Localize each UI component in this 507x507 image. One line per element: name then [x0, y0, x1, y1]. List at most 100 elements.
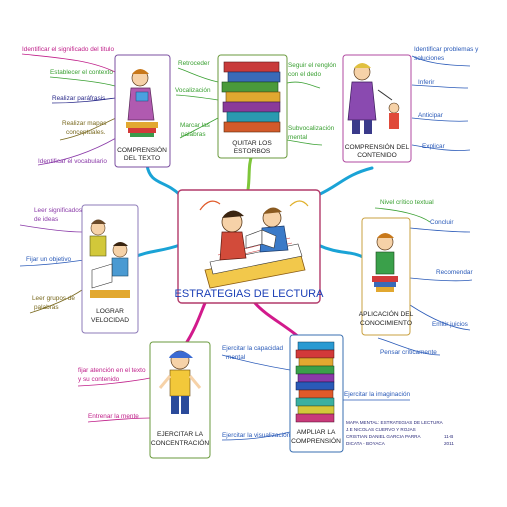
- node-ejercitar-concentracion: EJERCITAR LA CONCENTRACIÓN: [149, 341, 211, 459]
- leaf-line: [87, 417, 151, 423]
- node-title-line2: DEL TEXTO: [124, 155, 160, 162]
- leaf-line: [51, 97, 116, 104]
- branch-quitar-estorbos: [246, 153, 254, 192]
- branch-ampliar: [253, 301, 302, 340]
- credit-line: J.E NICOLAS CUERVO Y ROJAS: [346, 427, 416, 432]
- credit-line: DICATA - BOYACA: [346, 441, 386, 446]
- node-title-line1: EJERCITAR LA: [157, 431, 204, 438]
- node-frame: [149, 341, 211, 459]
- leaf-label: Emitir juicios: [432, 321, 468, 328]
- leaf-line: [21, 53, 116, 73]
- leaf-label: Inferir: [418, 79, 435, 86]
- credit-group: 11-B: [444, 434, 453, 439]
- node-title-line1: COMPRENSIÓN DEL: [345, 142, 410, 151]
- teacher-pointing-illustration: [347, 63, 400, 134]
- node-title-line2: CONOCIMIENTO: [360, 320, 412, 327]
- leaf-line: [19, 259, 85, 267]
- center-node: ESTRATEGIAS DE LECTURA: [175, 189, 325, 304]
- credit-line: MAPA MENTAL: ESTRATEGIAS DE LECTURA: [346, 420, 444, 425]
- leaf-label: Pensar críticamente: [380, 349, 437, 356]
- leaf-label: Leer significados: [34, 207, 82, 214]
- leaf-line: [286, 139, 323, 146]
- leaf-label: palabras: [34, 304, 59, 311]
- leaf-line: [409, 277, 473, 282]
- node-comprension-contenido: COMPRENSIÓN DEL CONTENIDO: [342, 54, 412, 163]
- leaf-label: Anticipar: [418, 112, 444, 119]
- kids-reading-illustration: [89, 219, 130, 298]
- leaf-label: Subvocalización: [288, 125, 335, 132]
- leaf-label: Realizar paráfrasis: [52, 95, 105, 102]
- node-title-line2: CONTENIDO: [357, 152, 397, 159]
- leaf-line: [221, 354, 291, 371]
- node-aplicacion-conocimiento: APLICACIÓN DEL CONOCIMIENTO: [359, 217, 414, 336]
- leaf-label: Concluir: [430, 219, 454, 226]
- leaf-label: Retroceder: [178, 60, 210, 67]
- leaf-labels: Identificar el significado del titulo Es…: [22, 46, 479, 439]
- node-title-line1: AMPLIAR LA: [297, 429, 336, 436]
- branch-comprension-contenido: [316, 166, 374, 197]
- leaf-line: [177, 67, 219, 83]
- leaf-label: Ejercitar la capacidad: [222, 345, 284, 352]
- leaf-label: Realizar mapas: [62, 120, 106, 127]
- boy-with-cap-illustration: [158, 350, 202, 414]
- leaf-label: Identificar el vocabulario: [38, 158, 107, 165]
- leaf-label: Identificar el significado del titulo: [22, 46, 114, 53]
- leaf-line: [175, 94, 219, 101]
- node-title-line1: LOGRAR: [96, 308, 124, 315]
- leaf-label: Ejercitar la visualización: [222, 432, 291, 439]
- leaf-line: [411, 55, 471, 67]
- leaf-line: [409, 227, 471, 233]
- leaf-line: [19, 224, 83, 233]
- leaf-line: [29, 289, 83, 314]
- leaf-label: con el dedo: [288, 71, 321, 78]
- leaf-label: Fijar un objetivo: [26, 256, 72, 263]
- leaf-line: [286, 81, 321, 89]
- leaf-label: Entrenar la mente: [88, 413, 139, 420]
- node-title-line2: ESTORBOS: [234, 148, 271, 155]
- leaf-line: [221, 431, 291, 441]
- leaf-label: Nivel crítico textual: [380, 199, 434, 206]
- leaf-label: soluciones: [414, 55, 444, 62]
- leaf-line: [37, 137, 117, 166]
- leaf-label: Identificar problemas y: [414, 46, 479, 53]
- leaf-label: conceptuales.: [66, 129, 106, 136]
- credit-year: 2011: [444, 441, 454, 446]
- branch-logar-velocidad: [130, 243, 182, 260]
- leaf-label: fijar atención en el texto: [78, 367, 146, 374]
- tall-book-stack-illustration: [295, 341, 335, 423]
- leaf-connectors: [19, 53, 473, 441]
- node-title-line2: COMPRENSIÓN: [291, 436, 341, 445]
- leaf-label: y su contenido: [78, 376, 120, 383]
- node-title-line1: COMPRENSIÓN: [117, 145, 167, 154]
- reading-kids-illustration: [199, 200, 309, 289]
- center-title: ESTRATEGIAS DE LECTURA: [175, 288, 325, 300]
- leaf-line: [77, 377, 151, 387]
- leaf-label: Vocalización: [175, 87, 211, 94]
- node-ampliar-comprension: AMPLIAR LA COMPRENSIÓN: [289, 334, 344, 453]
- node-logar-velocidad: LOGRAR VELOCIDAD: [81, 204, 139, 334]
- leaf-label: Establecer el contexto: [50, 69, 113, 76]
- leaf-label: Recomendar: [436, 269, 473, 276]
- branch-concentracion: [183, 301, 207, 347]
- leaf-label: Explicar: [422, 143, 446, 150]
- leaf-label: palabras: [181, 131, 206, 138]
- branch-comprension-texto: [145, 163, 182, 197]
- leaf-line: [411, 117, 469, 122]
- branch-aplicacion: [316, 243, 367, 260]
- leaf-label: Leer grupos de: [32, 295, 75, 302]
- branch-connectors: [130, 153, 374, 347]
- credit-line: CRISTIAN DANIEL GARCIA PARRA: [346, 434, 421, 439]
- leaf-line: [409, 304, 471, 331]
- leaf-line: [49, 76, 116, 87]
- leaf-line: [59, 117, 117, 141]
- leaf-line: [374, 207, 431, 223]
- node-quitar-estorbos: QUITAR LOS ESTORBOS: [217, 54, 288, 159]
- leaf-line: [411, 84, 469, 89]
- leaf-label: Ejercitar la imaginación: [344, 391, 411, 398]
- leaf-label: Seguir el renglón: [288, 62, 337, 69]
- leaf-label: mental: [226, 354, 245, 361]
- node-title-line1: QUITAR LOS: [232, 140, 272, 147]
- credits-block: MAPA MENTAL: ESTRATEGIAS DE LECTURA J.E …: [346, 420, 454, 446]
- node-title-line2: VELOCIDAD: [91, 317, 129, 324]
- book-stack-illustration: [221, 61, 281, 133]
